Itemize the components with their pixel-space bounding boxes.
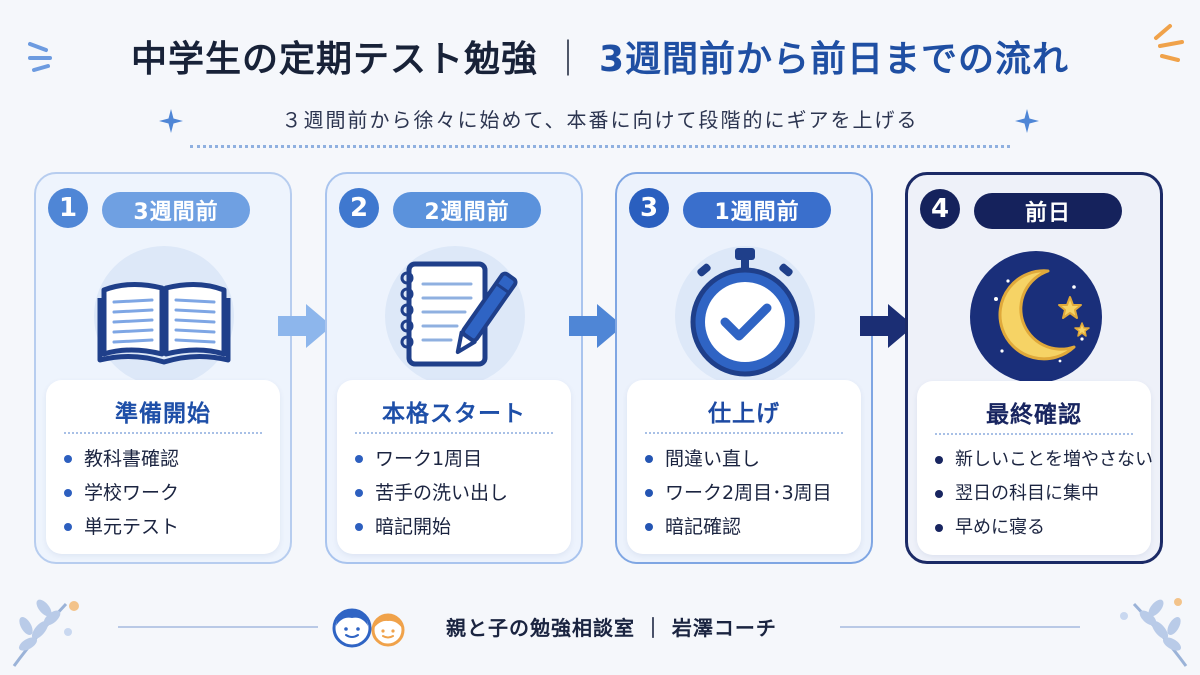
- list-item: 翌日の科目に集中: [935, 477, 1153, 511]
- title-accent: 3週間前から前日までの流れ: [598, 39, 1070, 80]
- step-heading: 最終確認: [986, 402, 1082, 428]
- right-accent-lines-icon: [1154, 24, 1184, 62]
- bullet-icon: [935, 524, 943, 532]
- step-period-badge: 前日: [974, 193, 1122, 229]
- left-accent-lines-icon: [28, 42, 52, 72]
- step-detail-box: 仕上げ 間違い直し ワーク2周目･3周目 暗記確認: [627, 380, 861, 554]
- open-book-icon: [90, 242, 238, 390]
- footer-divider-right: [840, 626, 1080, 628]
- title-separator: ｜: [549, 39, 587, 80]
- page-title: 中学生の定期テスト勉強 ｜ 3週間前から前日までの流れ: [0, 30, 1200, 82]
- heading-divider: [645, 432, 843, 434]
- task-label: 学校ワーク: [84, 482, 180, 504]
- task-label: 暗記開始: [375, 516, 452, 538]
- step-task-list: 新しいことを増やさない 翌日の科目に集中 早めに寝る: [935, 443, 1153, 545]
- sparkle-icon: [1015, 109, 1039, 133]
- bullet-icon: [645, 455, 653, 463]
- moon-stars-icon: [962, 243, 1110, 391]
- list-item: 間違い直し: [645, 442, 832, 476]
- step-period-badge: 3週間前: [102, 192, 250, 228]
- list-item: ワーク2周目･3周目: [645, 476, 832, 510]
- heading-divider: [935, 433, 1133, 435]
- task-label: 間違い直し: [665, 448, 761, 470]
- bullet-icon: [935, 456, 943, 464]
- list-item: 暗記確認: [645, 510, 832, 544]
- bullet-icon: [355, 523, 363, 531]
- arrow-right-icon: [569, 304, 623, 348]
- leaf-branch-icon: [1120, 598, 1188, 667]
- bullet-icon: [645, 489, 653, 497]
- bullet-icon: [645, 523, 653, 531]
- step-detail-box: 最終確認 新しいことを増やさない 翌日の科目に集中 早めに寝る: [917, 381, 1153, 555]
- list-item: 単元テスト: [64, 510, 179, 544]
- stopwatch-check-icon: [671, 242, 819, 390]
- step-heading: 仕上げ: [708, 401, 780, 427]
- footer-credit: 親と子の勉強相談室 ｜ 岩澤コーチ: [446, 616, 777, 640]
- footer-divider-left: [118, 626, 318, 628]
- list-item: 苦手の洗い出し: [355, 476, 508, 510]
- subtitle-divider: [190, 145, 1010, 148]
- list-item: ワーク1周目: [355, 442, 508, 476]
- bullet-icon: [64, 489, 72, 497]
- step-period-badge: 2週間前: [393, 192, 541, 228]
- leaf-branch-icon: [12, 599, 79, 667]
- step-task-list: 間違い直し ワーク2周目･3周目 暗記確認: [645, 442, 832, 544]
- task-label: 教科書確認: [84, 448, 180, 470]
- task-label: 新しいことを増やさない: [955, 449, 1153, 470]
- step-card-3: 3 1週間前 仕上げ 間違い直し ワーク2周目･3周目 暗記確認: [615, 172, 873, 564]
- task-label: 苦手の洗い出し: [375, 482, 509, 504]
- task-label: 翌日の科目に集中: [955, 483, 1099, 504]
- task-label: 早めに寝る: [955, 517, 1045, 538]
- step-card-2: 2 2週間前 本格スタート ワーク1周目 苦手の洗: [325, 172, 583, 564]
- bullet-icon: [935, 490, 943, 498]
- step-detail-box: 準備開始 教科書確認 学校ワーク 単元テスト: [46, 380, 280, 554]
- step-number: 1: [48, 188, 88, 228]
- list-item: 学校ワーク: [64, 476, 179, 510]
- heading-divider: [64, 432, 262, 434]
- step-heading: 本格スタート: [382, 401, 526, 427]
- parent-child-avatars-icon: [332, 608, 405, 648]
- step-period-badge: 1週間前: [683, 192, 831, 228]
- step-task-list: 教科書確認 学校ワーク 単元テスト: [64, 442, 179, 544]
- heading-divider: [355, 432, 553, 434]
- step-number: 4: [920, 189, 960, 229]
- task-label: ワーク2周目･3周目: [665, 482, 832, 504]
- task-label: 暗記確認: [665, 516, 742, 538]
- list-item: 暗記開始: [355, 510, 508, 544]
- bullet-icon: [355, 489, 363, 497]
- step-card-1: 1 3週間前 準備開始 教科書確認 学校ワーク 単元テスト: [34, 172, 292, 564]
- sparkle-icon: [159, 109, 183, 133]
- list-item: 教科書確認: [64, 442, 179, 476]
- step-number: 2: [339, 188, 379, 228]
- step-heading: 準備開始: [115, 401, 211, 427]
- subtitle: ３週間前から徐々に始めて、本番に向けて段階的にギアを上げる: [281, 108, 919, 132]
- step-task-list: ワーク1周目 苦手の洗い出し 暗記開始: [355, 442, 508, 544]
- bullet-icon: [64, 455, 72, 463]
- title-main: 中学生の定期テスト勉強: [130, 39, 538, 80]
- task-label: ワーク1周目: [375, 448, 483, 470]
- bullet-icon: [355, 455, 363, 463]
- step-detail-box: 本格スタート ワーク1周目 苦手の洗い出し 暗記開始: [337, 380, 571, 554]
- step-number: 3: [629, 188, 669, 228]
- step-card-4: 4 前日 最終確認 新しいことを増やさない 翌日の科目に集中 早めに寝る: [905, 172, 1163, 564]
- notebook-pen-icon: [381, 242, 529, 390]
- task-label: 単元テスト: [84, 516, 180, 538]
- arrow-right-icon: [860, 304, 914, 348]
- list-item: 新しいことを増やさない: [935, 443, 1153, 477]
- list-item: 早めに寝る: [935, 511, 1153, 545]
- bullet-icon: [64, 523, 72, 531]
- arrow-right-icon: [278, 304, 332, 348]
